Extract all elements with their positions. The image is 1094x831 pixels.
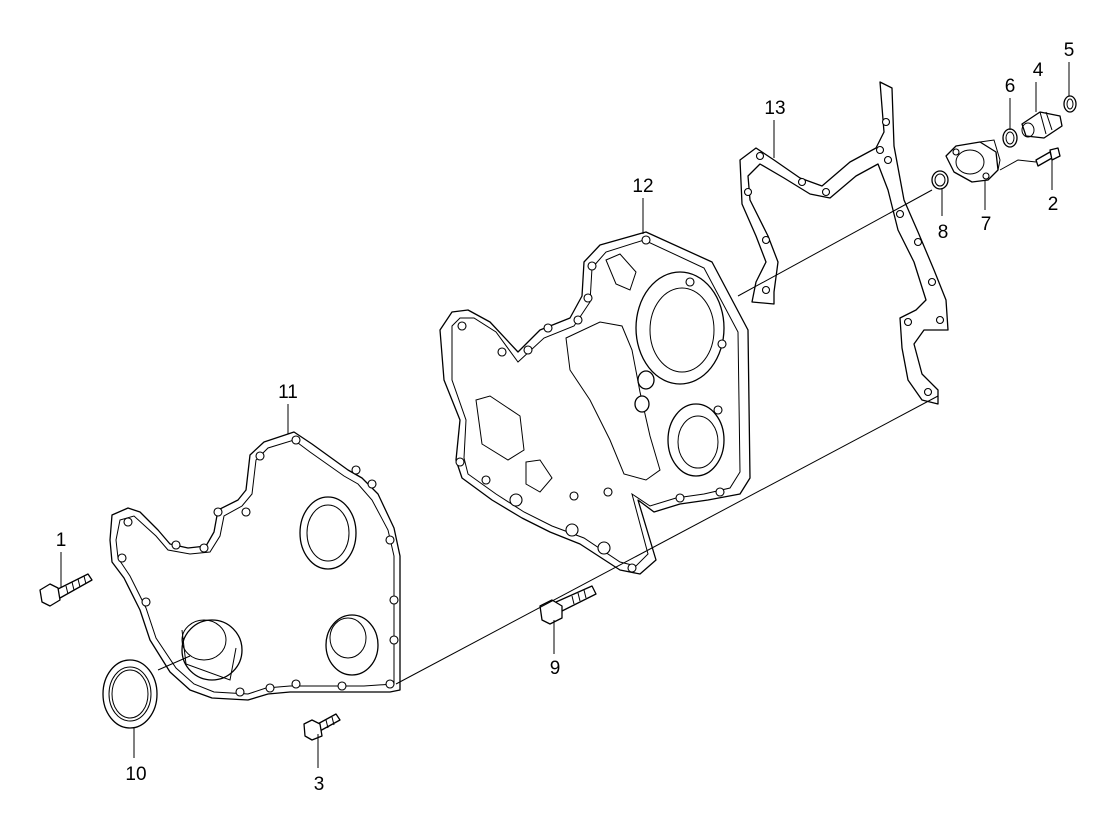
callout-2: 2 bbox=[1048, 194, 1059, 215]
callout-5: 5 bbox=[1064, 40, 1075, 61]
bolt-part-3 bbox=[303, 713, 341, 741]
plug-part-4 bbox=[1021, 111, 1063, 139]
o-ring-part-8 bbox=[931, 170, 949, 190]
gasket-part-13 bbox=[739, 81, 949, 405]
o-ring-part-5 bbox=[1063, 95, 1077, 113]
callout-11: 11 bbox=[278, 382, 298, 403]
callout-9: 9 bbox=[550, 658, 561, 679]
flange-housing-part-7 bbox=[945, 139, 1001, 183]
front-housing-part-12 bbox=[439, 231, 751, 575]
bolt-part-9 bbox=[539, 585, 597, 625]
leader-lines bbox=[60, 62, 1070, 768]
callout-labels: 1 2 3 4 5 6 7 8 9 10 11 12 13 bbox=[56, 40, 1075, 795]
callout-6: 6 bbox=[1005, 76, 1016, 97]
bolt-part-1 bbox=[39, 573, 93, 607]
callout-13: 13 bbox=[764, 98, 785, 119]
callout-3: 3 bbox=[314, 774, 325, 795]
front-cover-part-11 bbox=[109, 431, 401, 701]
callout-8: 8 bbox=[938, 222, 949, 243]
callout-1: 1 bbox=[56, 530, 67, 551]
front-seal-part-10 bbox=[102, 659, 158, 729]
o-ring-part-6 bbox=[1002, 128, 1018, 148]
callout-10: 10 bbox=[125, 764, 146, 785]
callout-12: 12 bbox=[632, 176, 653, 197]
bolt-part-2 bbox=[1035, 147, 1061, 167]
alignment-lines bbox=[395, 159, 1037, 685]
callout-4: 4 bbox=[1033, 60, 1044, 81]
callout-7: 7 bbox=[981, 214, 992, 235]
